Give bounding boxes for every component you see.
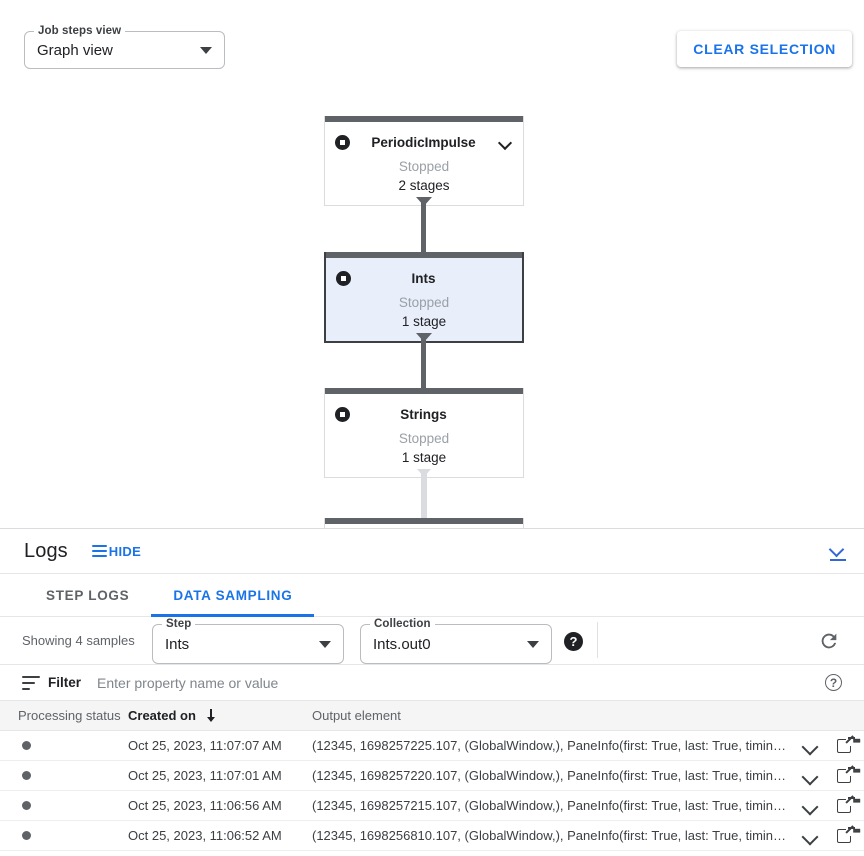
tab-data-sampling[interactable]: DATA SAMPLING xyxy=(151,574,315,617)
open-in-new-icon[interactable] xyxy=(837,767,855,784)
status-dot xyxy=(22,771,31,780)
node-stages: 1 stage xyxy=(401,314,447,329)
column-header-processing-status[interactable]: Processing status xyxy=(18,708,121,723)
showing-samples-text: Showing 4 samples xyxy=(22,633,135,648)
node-stages: 2 stages xyxy=(398,178,450,193)
graph-node-strings[interactable]: Strings Stopped 1 stage xyxy=(324,388,524,478)
table-row[interactable]: Oct 25, 2023, 11:06:52 AM (12345, 169825… xyxy=(0,821,864,851)
table-row[interactable]: Oct 25, 2023, 11:06:56 AM (12345, 169825… xyxy=(0,791,864,821)
status-dot xyxy=(22,741,31,750)
job-steps-view-value: Graph view xyxy=(37,41,113,59)
open-in-new-icon[interactable] xyxy=(837,737,855,754)
filter-list-icon xyxy=(22,675,40,690)
row-actions xyxy=(801,767,864,785)
graph-edge-next-to-strings xyxy=(417,469,431,522)
help-filled-icon[interactable]: ? xyxy=(564,632,583,651)
stop-icon xyxy=(335,406,350,422)
cell-output-element: (12345, 1698257215.107, (GlobalWindow,),… xyxy=(312,798,792,813)
node-status: Stopped xyxy=(398,295,450,310)
graph-node-ints[interactable]: Ints Stopped 1 stage xyxy=(324,252,524,343)
node-stages: 1 stage xyxy=(401,450,447,465)
filter-bar: Filter ? xyxy=(0,665,864,701)
cell-output-element: (12345, 1698257225.107, (GlobalWindow,),… xyxy=(312,738,792,753)
filter-input[interactable] xyxy=(95,673,656,692)
collection-select-label: Collection xyxy=(370,617,435,631)
graph-edge-ints-to-periodicimpulse xyxy=(415,197,432,252)
toolbar-divider xyxy=(597,622,598,658)
chevron-placeholder-icon xyxy=(496,270,512,286)
chevron-down-icon[interactable] xyxy=(801,767,819,785)
node-status: Stopped xyxy=(398,159,450,174)
cell-created-on: Oct 25, 2023, 11:06:52 AM xyxy=(128,828,282,843)
chevron-placeholder-icon xyxy=(497,406,513,422)
refresh-icon[interactable] xyxy=(818,630,840,652)
stop-icon xyxy=(336,270,351,286)
job-steps-view-label: Job steps view xyxy=(34,24,126,38)
filter-label: Filter xyxy=(48,675,82,690)
graph-edge-strings-to-ints xyxy=(415,333,432,388)
column-header-created-on-label: Created on xyxy=(128,708,196,723)
status-dot xyxy=(22,831,31,840)
step-select-value: Ints xyxy=(165,635,190,653)
node-title: PeriodicImpulse xyxy=(371,134,476,150)
chevron-down-icon[interactable] xyxy=(801,827,819,845)
status-dot xyxy=(22,801,31,810)
chevron-down-icon[interactable] xyxy=(801,737,819,755)
node-head: Ints xyxy=(326,264,522,292)
job-steps-view-select[interactable]: Job steps view Graph view xyxy=(24,24,225,69)
node-header-bar xyxy=(325,518,523,524)
caret-down-icon xyxy=(200,46,212,54)
node-title: Strings xyxy=(400,406,447,422)
column-header-created-on[interactable]: Created on xyxy=(128,708,312,723)
sampling-controls-bar xyxy=(0,617,864,665)
node-header-bar xyxy=(325,116,523,122)
logs-tabs: STEP LOGS DATA SAMPLING xyxy=(0,574,864,617)
logs-panel: Logs HIDE STEP LOGS DATA SAMPLING Filter… xyxy=(0,529,864,856)
row-actions xyxy=(801,827,864,845)
cell-output-element: (12345, 1698256810.107, (GlobalWindow,),… xyxy=(312,828,792,843)
collapse-panel-icon[interactable] xyxy=(826,540,850,564)
hamburger-icon xyxy=(91,545,107,557)
cell-created-on: Oct 25, 2023, 11:07:01 AM xyxy=(128,768,282,783)
cell-created-on: Oct 25, 2023, 11:07:07 AM xyxy=(128,738,282,753)
table-header-row: Processing status Created on Output elem… xyxy=(0,701,864,731)
caret-down-icon xyxy=(319,640,331,648)
hide-logs-button[interactable]: HIDE xyxy=(91,543,142,559)
column-header-output-element[interactable]: Output element xyxy=(312,708,401,723)
open-in-new-icon[interactable] xyxy=(837,797,855,814)
logs-title: Logs xyxy=(24,539,68,562)
hide-logs-label: HIDE xyxy=(108,543,142,559)
node-title: Ints xyxy=(411,270,436,286)
help-outline-icon[interactable]: ? xyxy=(825,674,842,691)
collection-select-value: Ints.out0 xyxy=(373,635,431,653)
chevron-down-icon[interactable] xyxy=(497,134,513,150)
clear-selection-button[interactable]: CLEAR SELECTION xyxy=(677,31,852,67)
collection-select[interactable]: Collection Ints.out0 xyxy=(360,617,552,664)
cell-created-on: Oct 25, 2023, 11:06:56 AM xyxy=(128,798,282,813)
node-head: Strings xyxy=(325,400,523,428)
table-row[interactable]: Oct 25, 2023, 11:07:01 AM (12345, 169825… xyxy=(0,761,864,791)
row-actions xyxy=(801,797,864,815)
logs-header: Logs HIDE xyxy=(0,529,864,574)
graph-node-partial[interactable] xyxy=(324,518,524,528)
graph-node-periodicimpulse[interactable]: PeriodicImpulse Stopped 2 stages xyxy=(324,116,524,206)
job-graph-canvas[interactable]: Job steps view Graph view CLEAR SELECTIO… xyxy=(0,0,864,528)
chevron-down-icon[interactable] xyxy=(801,797,819,815)
panel-divider xyxy=(0,528,864,529)
step-select-label: Step xyxy=(162,617,196,631)
node-status: Stopped xyxy=(398,431,450,446)
cell-output-element: (12345, 1698257220.107, (GlobalWindow,),… xyxy=(312,768,792,783)
stop-icon xyxy=(335,134,350,150)
node-head: PeriodicImpulse xyxy=(325,128,523,156)
table-row[interactable]: Oct 25, 2023, 11:07:07 AM (12345, 169825… xyxy=(0,731,864,761)
node-header-bar xyxy=(325,388,523,394)
node-header-bar xyxy=(326,252,522,258)
tab-step-logs[interactable]: STEP LOGS xyxy=(46,587,130,603)
caret-down-icon xyxy=(527,640,539,648)
arrow-down-icon xyxy=(206,709,217,722)
open-in-new-icon[interactable] xyxy=(837,827,855,844)
data-sampling-table: Processing status Created on Output elem… xyxy=(0,701,864,851)
row-actions xyxy=(801,737,864,755)
step-select[interactable]: Step Ints xyxy=(152,617,344,664)
